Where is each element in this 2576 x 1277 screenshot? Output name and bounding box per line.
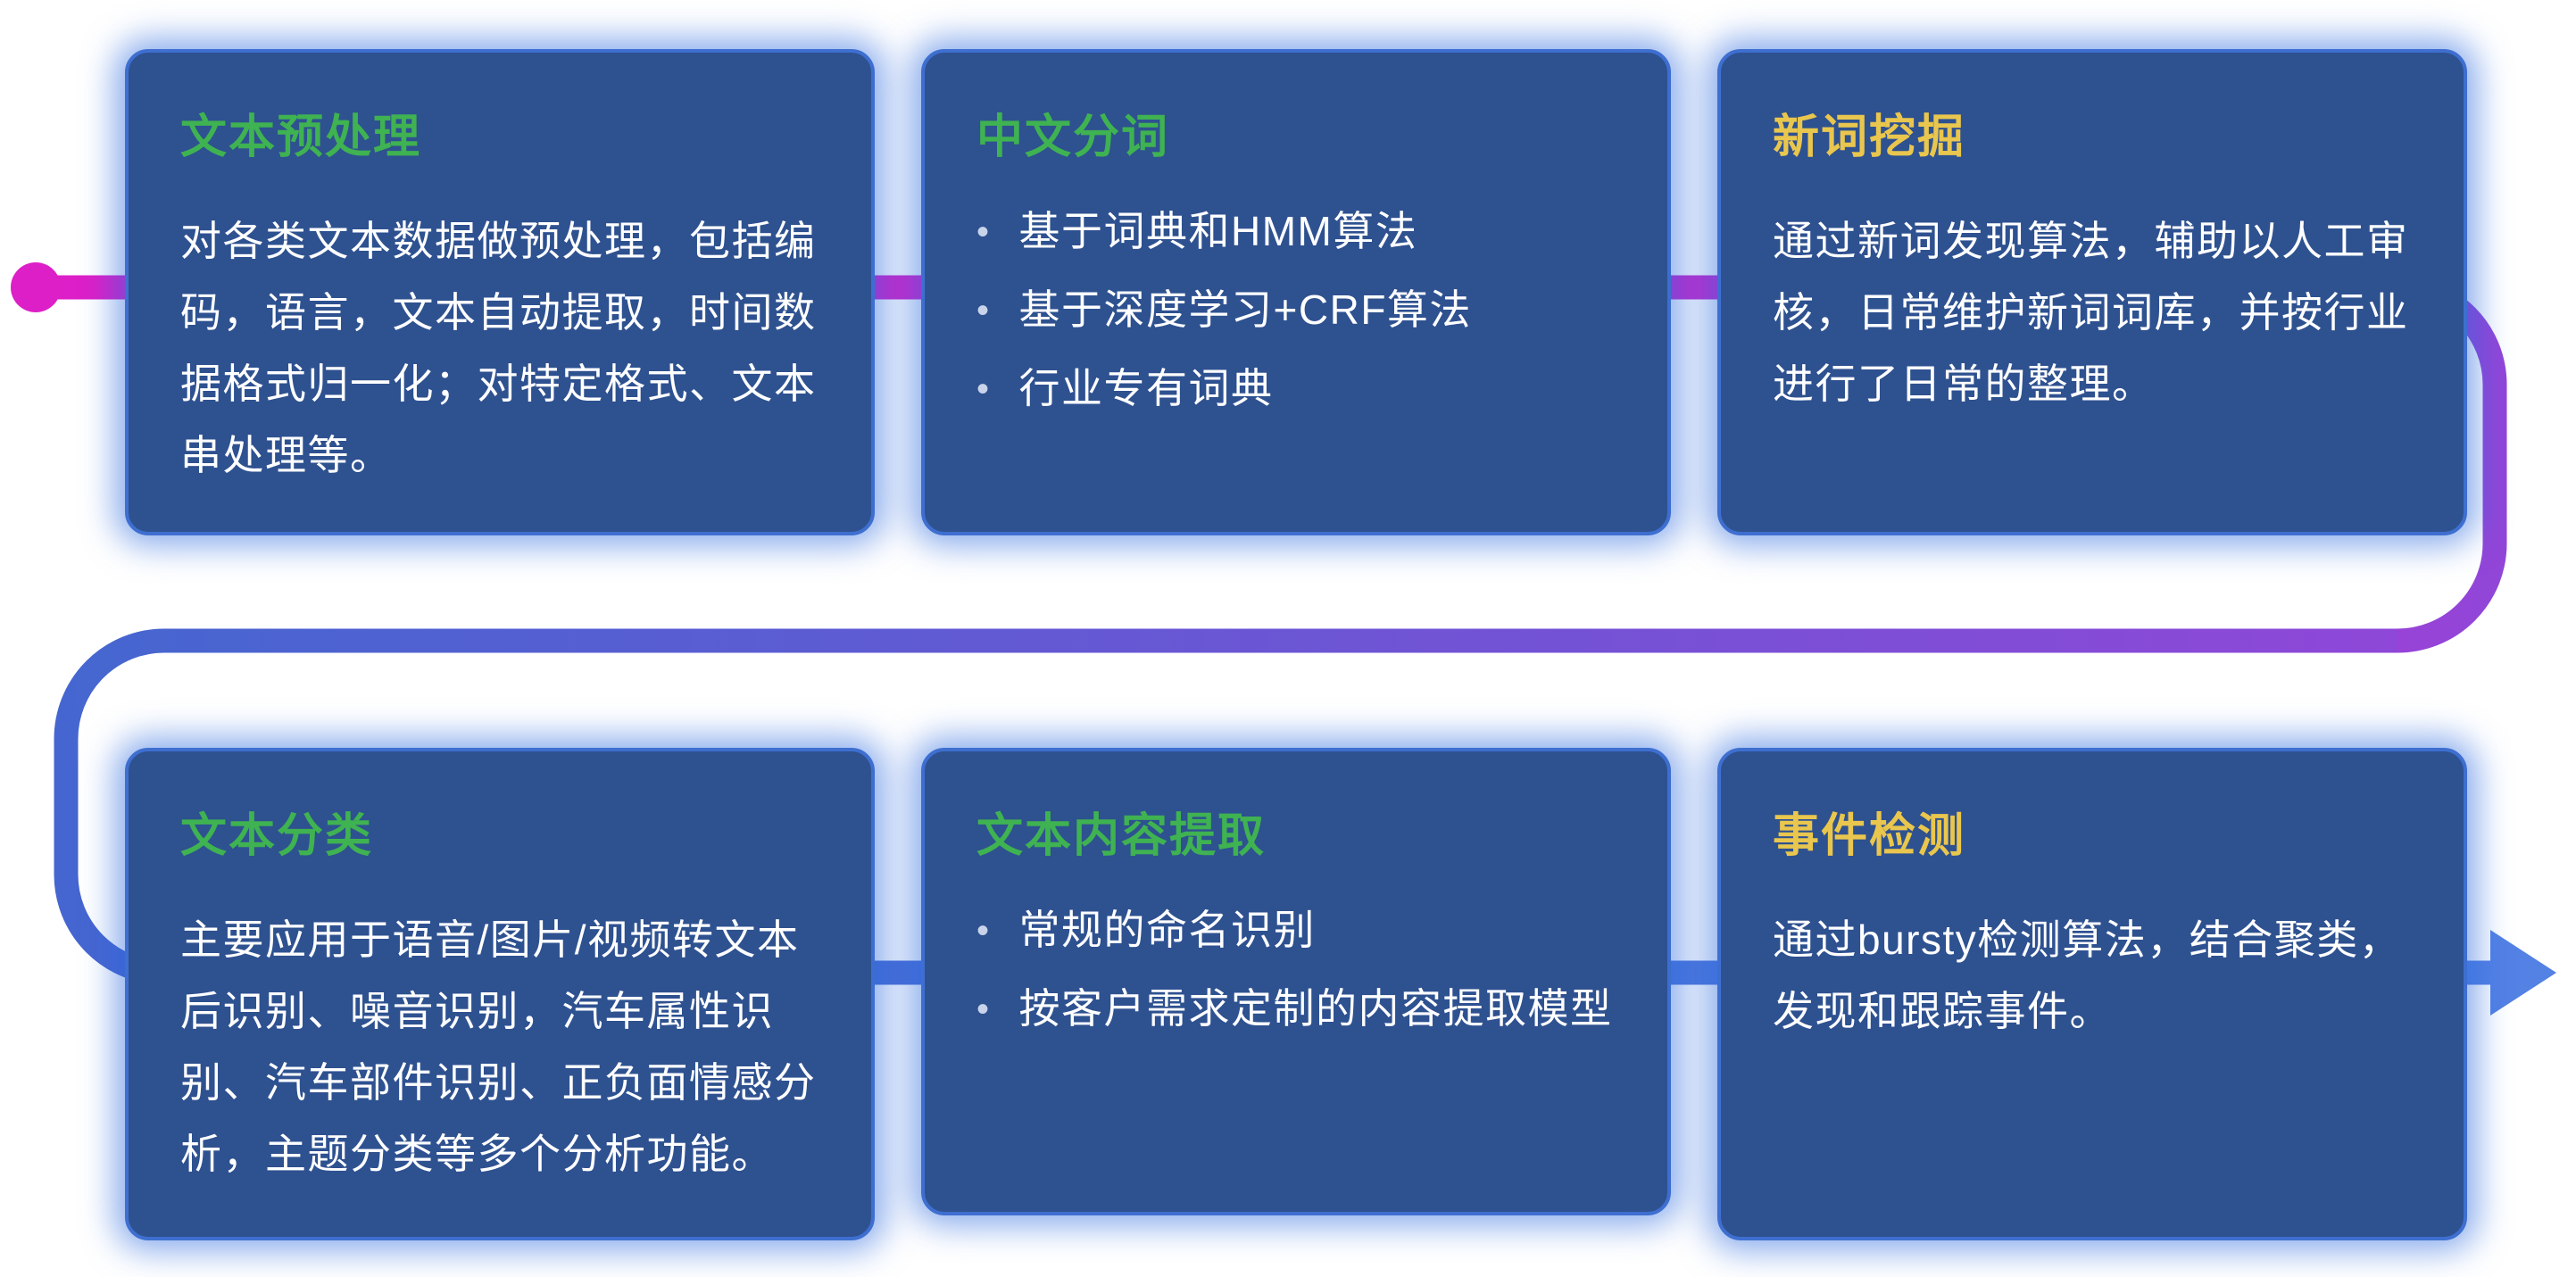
card-text-preprocessing: 文本预处理 对各类文本数据做预处理，包括编码，语言，文本自动提取，时间数据格式归… <box>125 49 875 535</box>
bullet-item: 按客户需求定制的内容提取模型 <box>976 983 1616 1036</box>
card-text-classification: 文本分类 主要应用于语音/图片/视频转文本后识别、噪音识别，汽车属性识别、汽车部… <box>125 748 875 1240</box>
card-body: 通过新词发现算法，辅助以人工审核，日常维护新词词库，并按行业进行了日常的整理。 <box>1773 218 2409 408</box>
card-body: 主要应用于语音/图片/视频转文本后识别、噪音识别，汽车属性识别、汽车部件识别、正… <box>180 916 817 1178</box>
card-event-detection: 事件检测 通过bursty检测算法，结合聚类，发现和跟踪事件。 <box>1717 748 2467 1240</box>
bullet-list: 基于词典和HMM算法基于深度学习+CRF算法行业专有词典 <box>976 205 1616 416</box>
pipeline-start-dot <box>11 262 61 312</box>
card-body: 通过bursty检测算法，结合聚类，发现和跟踪事件。 <box>1773 916 2402 1035</box>
card-body: 对各类文本数据做预处理，包括编码，语言，文本自动提取，时间数据格式归一化；对特定… <box>180 218 817 479</box>
card-title: 文本预处理 <box>180 112 422 163</box>
card-new-word-mining: 新词挖掘 通过新词发现算法，辅助以人工审核，日常维护新词词库，并按行业进行了日常… <box>1717 49 2467 535</box>
card-title: 文本分类 <box>180 810 374 862</box>
pipeline-arrow-icon <box>2490 930 2556 1016</box>
card-title: 文本内容提取 <box>976 810 1267 862</box>
card-title: 事件检测 <box>1773 810 1966 862</box>
bullet-item: 行业专有词典 <box>976 362 1616 416</box>
card-text-content-extraction: 文本内容提取 常规的命名识别按客户需求定制的内容提取模型 <box>921 748 1671 1215</box>
bullet-item: 常规的命名识别 <box>976 904 1616 958</box>
bullet-item: 基于深度学习+CRF算法 <box>976 284 1616 337</box>
bullet-item: 基于词典和HMM算法 <box>976 205 1616 259</box>
bullet-list: 常规的命名识别按客户需求定制的内容提取模型 <box>976 904 1616 1036</box>
card-title: 新词挖掘 <box>1773 112 1966 163</box>
pipeline-path-middle <box>54 628 2397 985</box>
card-chinese-word-segmentation: 中文分词 基于词典和HMM算法基于深度学习+CRF算法行业专有词典 <box>921 49 1671 535</box>
card-title: 中文分词 <box>976 112 1170 163</box>
